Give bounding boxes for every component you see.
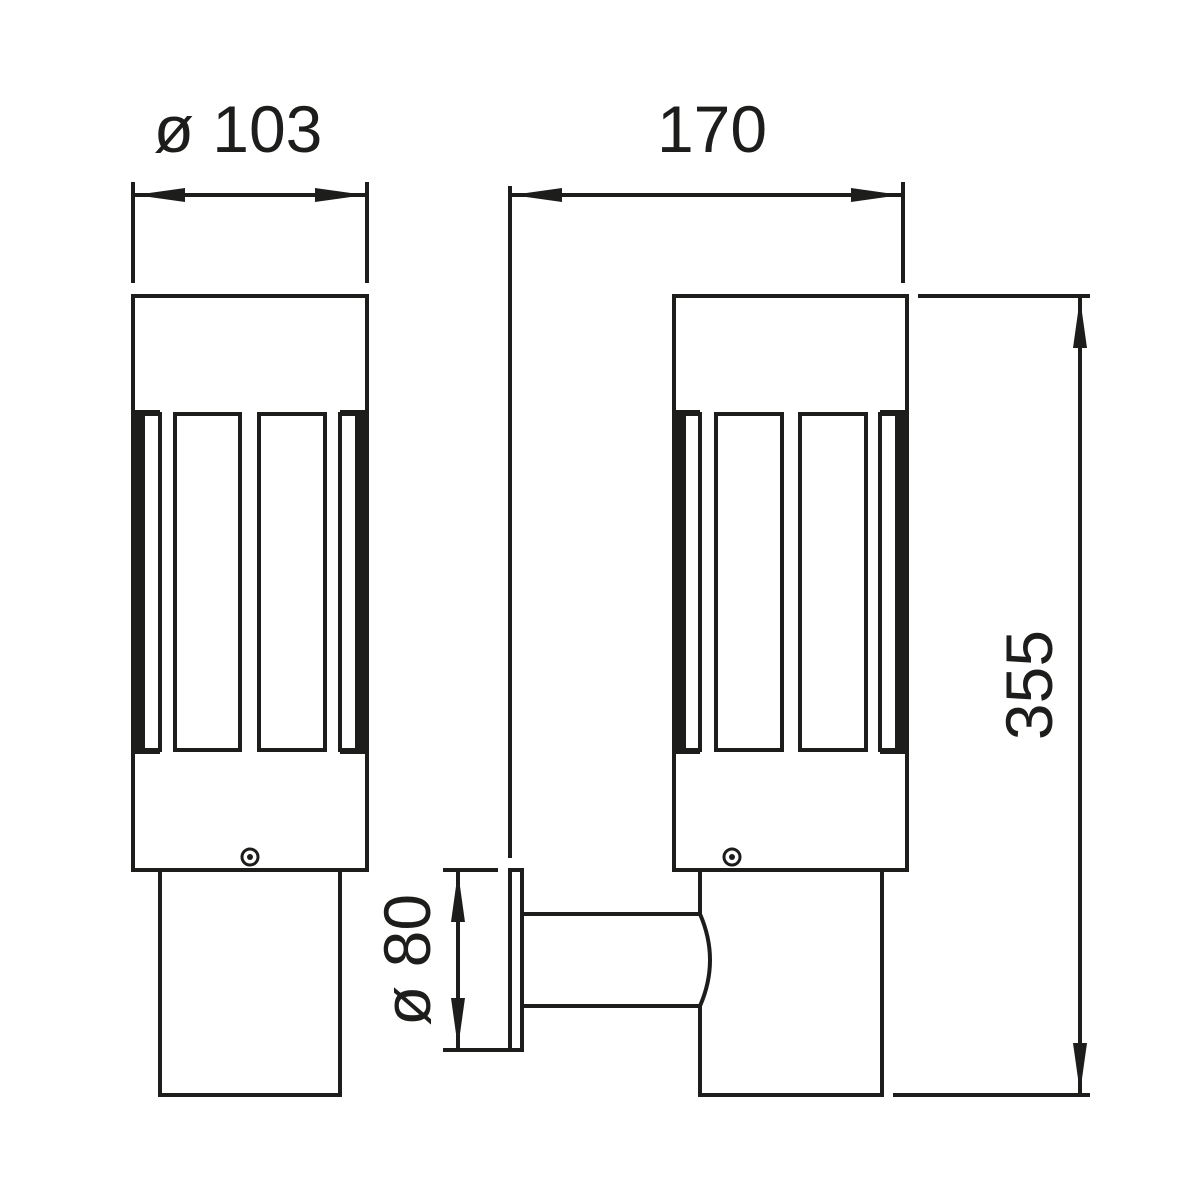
front-view-lamp — [131, 294, 369, 1097]
dimension-width: ø 103 — [131, 92, 369, 283]
wall-plate — [508, 868, 524, 1052]
base-diameter-label: ø 80 — [370, 894, 444, 1026]
lamp-base-tube — [698, 870, 884, 1097]
slat — [878, 412, 899, 752]
wall-arm — [522, 912, 712, 1008]
slat — [714, 412, 784, 752]
depth-label: 170 — [657, 92, 767, 166]
dimension-depth: 170 — [512, 92, 905, 283]
slat — [338, 412, 359, 752]
shadow-bar — [357, 412, 367, 752]
shadow-bar — [133, 412, 143, 752]
slat — [257, 412, 327, 752]
dimension-base-diameter: ø 80 — [370, 868, 522, 1052]
slat — [141, 412, 162, 752]
dimension-height: 355 — [893, 294, 1090, 1097]
height-label: 355 — [992, 630, 1066, 740]
side-view-lamp — [508, 186, 909, 1097]
screw-icon — [722, 847, 742, 867]
screw-icon — [240, 847, 260, 867]
width-label: ø 103 — [154, 92, 323, 166]
slat — [798, 412, 868, 752]
lamp-base-tube — [158, 870, 342, 1097]
slat — [173, 412, 242, 752]
slat — [682, 412, 702, 752]
